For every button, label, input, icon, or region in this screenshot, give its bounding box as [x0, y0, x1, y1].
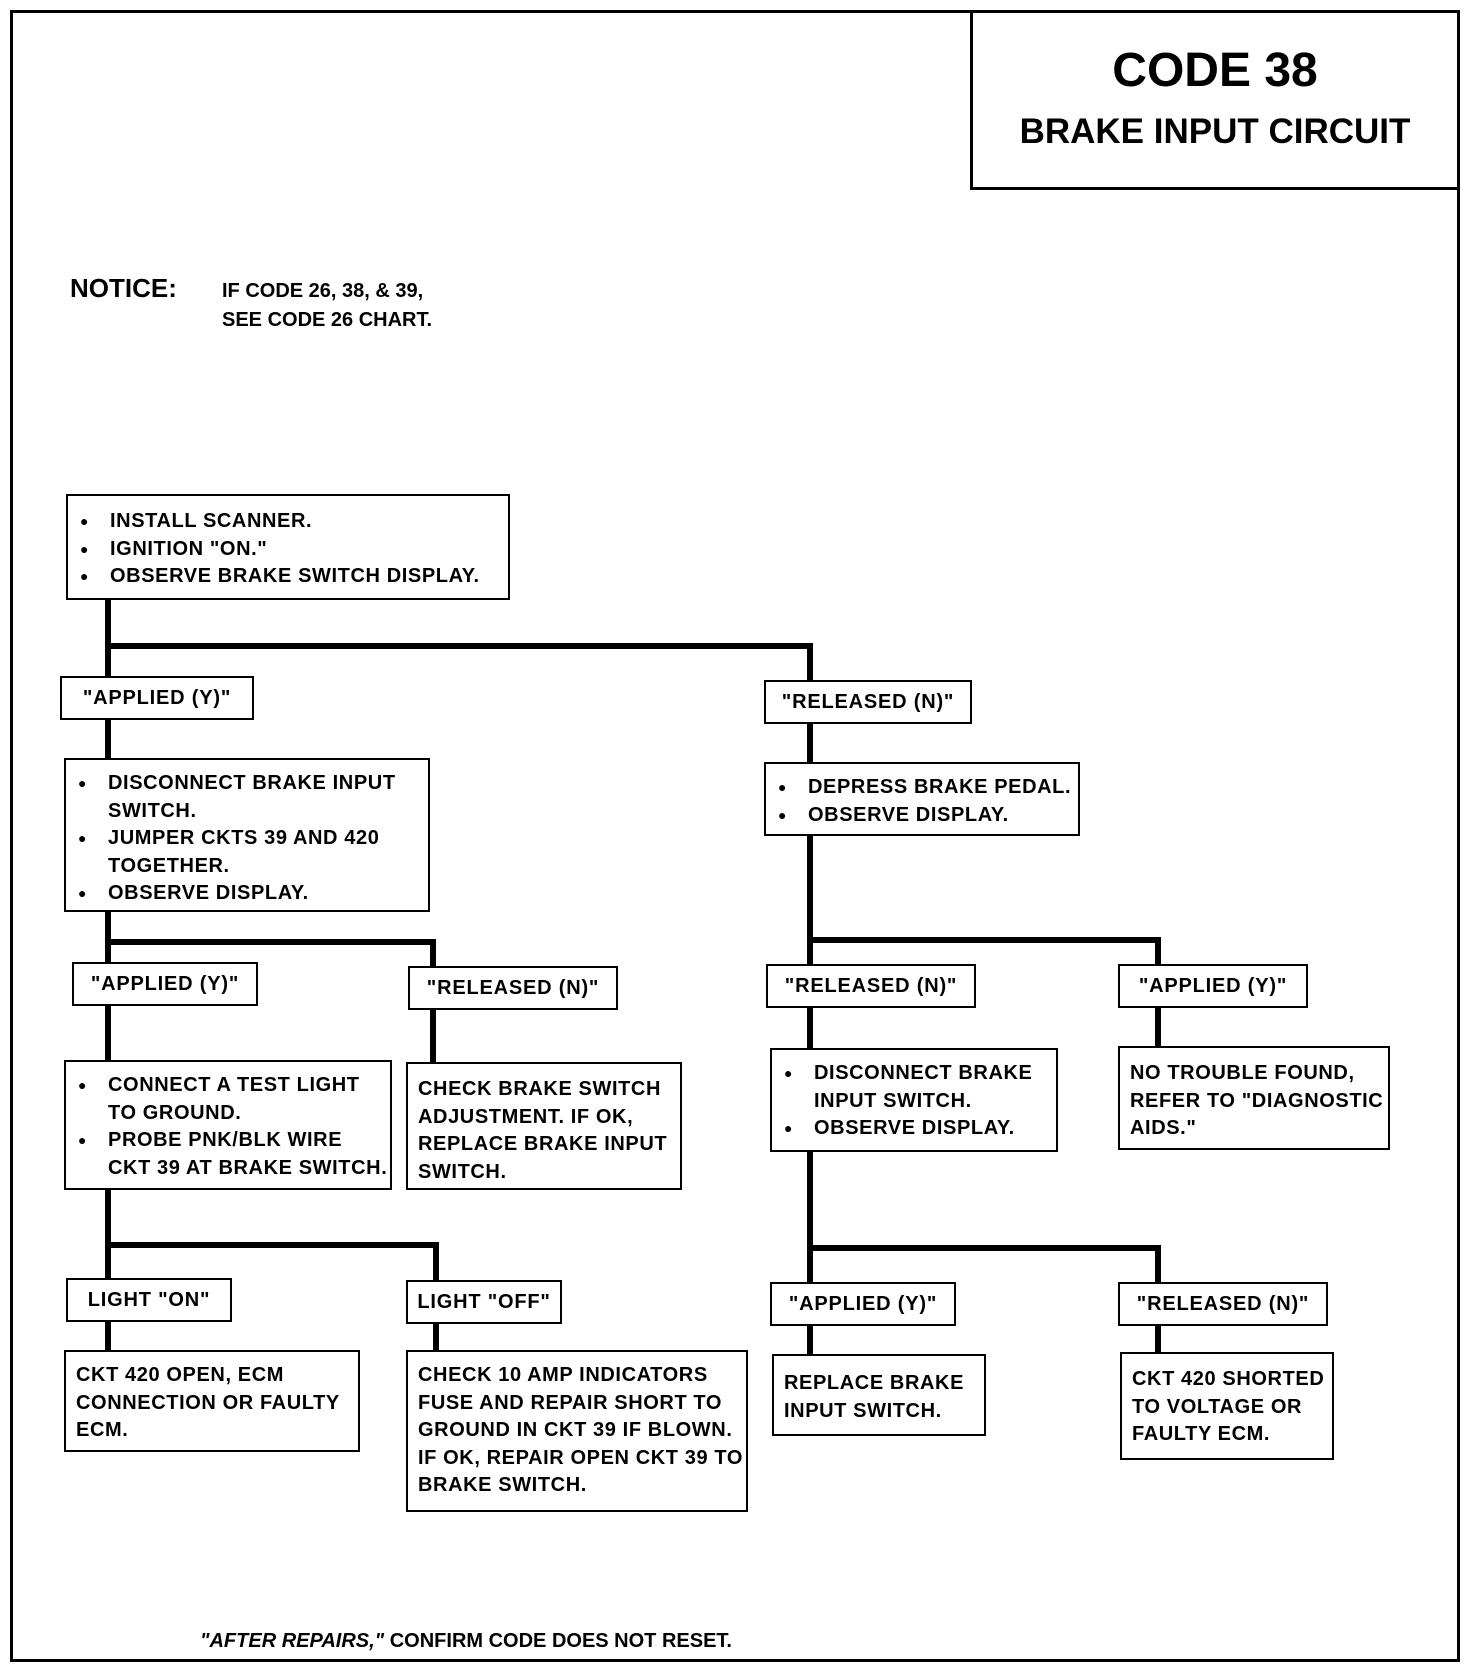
footer-emphasis: "AFTER REPAIRS,"	[200, 1630, 385, 1652]
step-bullet: DEPRESS BRAKE PEDAL.	[766, 774, 1078, 802]
title-block: CODE 38 BRAKE INPUT CIRCUIT	[970, 10, 1460, 190]
step-applied: DISCONNECT BRAKE INPUT SWITCH. JUMPER CK…	[64, 758, 430, 912]
notice-text: IF CODE 26, 38, & 39, SEE CODE 26 CHART.	[222, 277, 432, 335]
released-applied-label: "APPLIED (Y)"	[1118, 964, 1308, 1008]
result-light-off: CHECK 10 AMP INDICATORS FUSE AND REPAIR …	[406, 1350, 748, 1512]
step-bullet: IGNITION "ON."	[68, 536, 508, 564]
step-bullet: DISCONNECT BRAKE INPUT SWITCH.	[66, 770, 428, 825]
light-on-label: LIGHT "ON"	[66, 1278, 232, 1322]
notice-line: IF CODE 26, 38, & 39,	[222, 280, 424, 302]
step-released: DEPRESS BRAKE PEDAL. OBSERVE DISPLAY.	[764, 762, 1080, 836]
branch-applied-label: "APPLIED (Y)"	[60, 676, 254, 720]
circuit-subtitle: BRAKE INPUT CIRCUIT	[1019, 112, 1411, 151]
step-bullet: PROBE PNK/BLK WIRE CKT 39 AT BRAKE SWITC…	[66, 1127, 390, 1182]
step-bullet: OBSERVE DISPLAY.	[766, 802, 1078, 830]
result-light-on: CKT 420 OPEN, ECM CONNECTION OR FAULTY E…	[64, 1350, 360, 1452]
result-text: CKT 420 SHORTED TO VOLTAGE OR FAULTY ECM…	[1132, 1368, 1325, 1445]
notice-line: SEE CODE 26 CHART.	[222, 309, 433, 331]
light-off-label: LIGHT "OFF"	[406, 1280, 562, 1324]
result-replace-switch: REPLACE BRAKE INPUT SWITCH.	[772, 1354, 986, 1436]
step-test-light: CONNECT A TEST LIGHT TO GROUND. PROBE PN…	[64, 1060, 392, 1190]
released-released-label: "RELEASED (N)"	[766, 964, 976, 1008]
step-bullet: CONNECT A TEST LIGHT TO GROUND.	[66, 1072, 390, 1127]
step-bullet: JUMPER CKTS 39 AND 420 TOGETHER.	[66, 825, 428, 880]
step-bullet: INSTALL SCANNER.	[68, 508, 508, 536]
result-text: NO TROUBLE FOUND, REFER TO "DIAGNOSTIC A…	[1130, 1062, 1384, 1139]
step-bullet: OBSERVE BRAKE SWITCH DISPLAY.	[68, 563, 508, 591]
result-text: CKT 420 OPEN, ECM CONNECTION OR FAULTY E…	[76, 1364, 340, 1441]
step-disconnect: DISCONNECT BRAKE INPUT SWITCH. OBSERVE D…	[770, 1048, 1058, 1152]
result-text: CHECK BRAKE SWITCH ADJUSTMENT. IF OK, RE…	[418, 1078, 668, 1183]
page-frame	[10, 10, 1460, 1662]
notice-label: NOTICE:	[70, 273, 177, 303]
result-ckt-shorted: CKT 420 SHORTED TO VOLTAGE OR FAULTY ECM…	[1120, 1352, 1334, 1460]
branch-released-label: "RELEASED (N)"	[764, 680, 972, 724]
applied-applied-label: "APPLIED (Y)"	[72, 962, 258, 1006]
result-text: CHECK 10 AMP INDICATORS FUSE AND REPAIR …	[418, 1364, 743, 1496]
applied-released-label: "RELEASED (N)"	[408, 966, 618, 1010]
step-bullet: OBSERVE DISPLAY.	[772, 1115, 1056, 1143]
final-applied-label: "APPLIED (Y)"	[770, 1282, 956, 1326]
final-released-label: "RELEASED (N)"	[1118, 1282, 1328, 1326]
step-bullet: OBSERVE DISPLAY.	[66, 880, 428, 908]
footer-note: "AFTER REPAIRS," CONFIRM CODE DOES NOT R…	[200, 1630, 732, 1653]
result-text: REPLACE BRAKE INPUT SWITCH.	[784, 1372, 965, 1422]
result-no-trouble: NO TROUBLE FOUND, REFER TO "DIAGNOSTIC A…	[1118, 1046, 1390, 1150]
result-check-adjustment: CHECK BRAKE SWITCH ADJUSTMENT. IF OK, RE…	[406, 1062, 682, 1190]
code-title: CODE 38	[1112, 44, 1318, 97]
step-bullet: DISCONNECT BRAKE INPUT SWITCH.	[772, 1060, 1056, 1115]
footer-text: CONFIRM CODE DOES NOT RESET.	[384, 1630, 732, 1652]
step-start: INSTALL SCANNER. IGNITION "ON." OBSERVE …	[66, 494, 510, 600]
